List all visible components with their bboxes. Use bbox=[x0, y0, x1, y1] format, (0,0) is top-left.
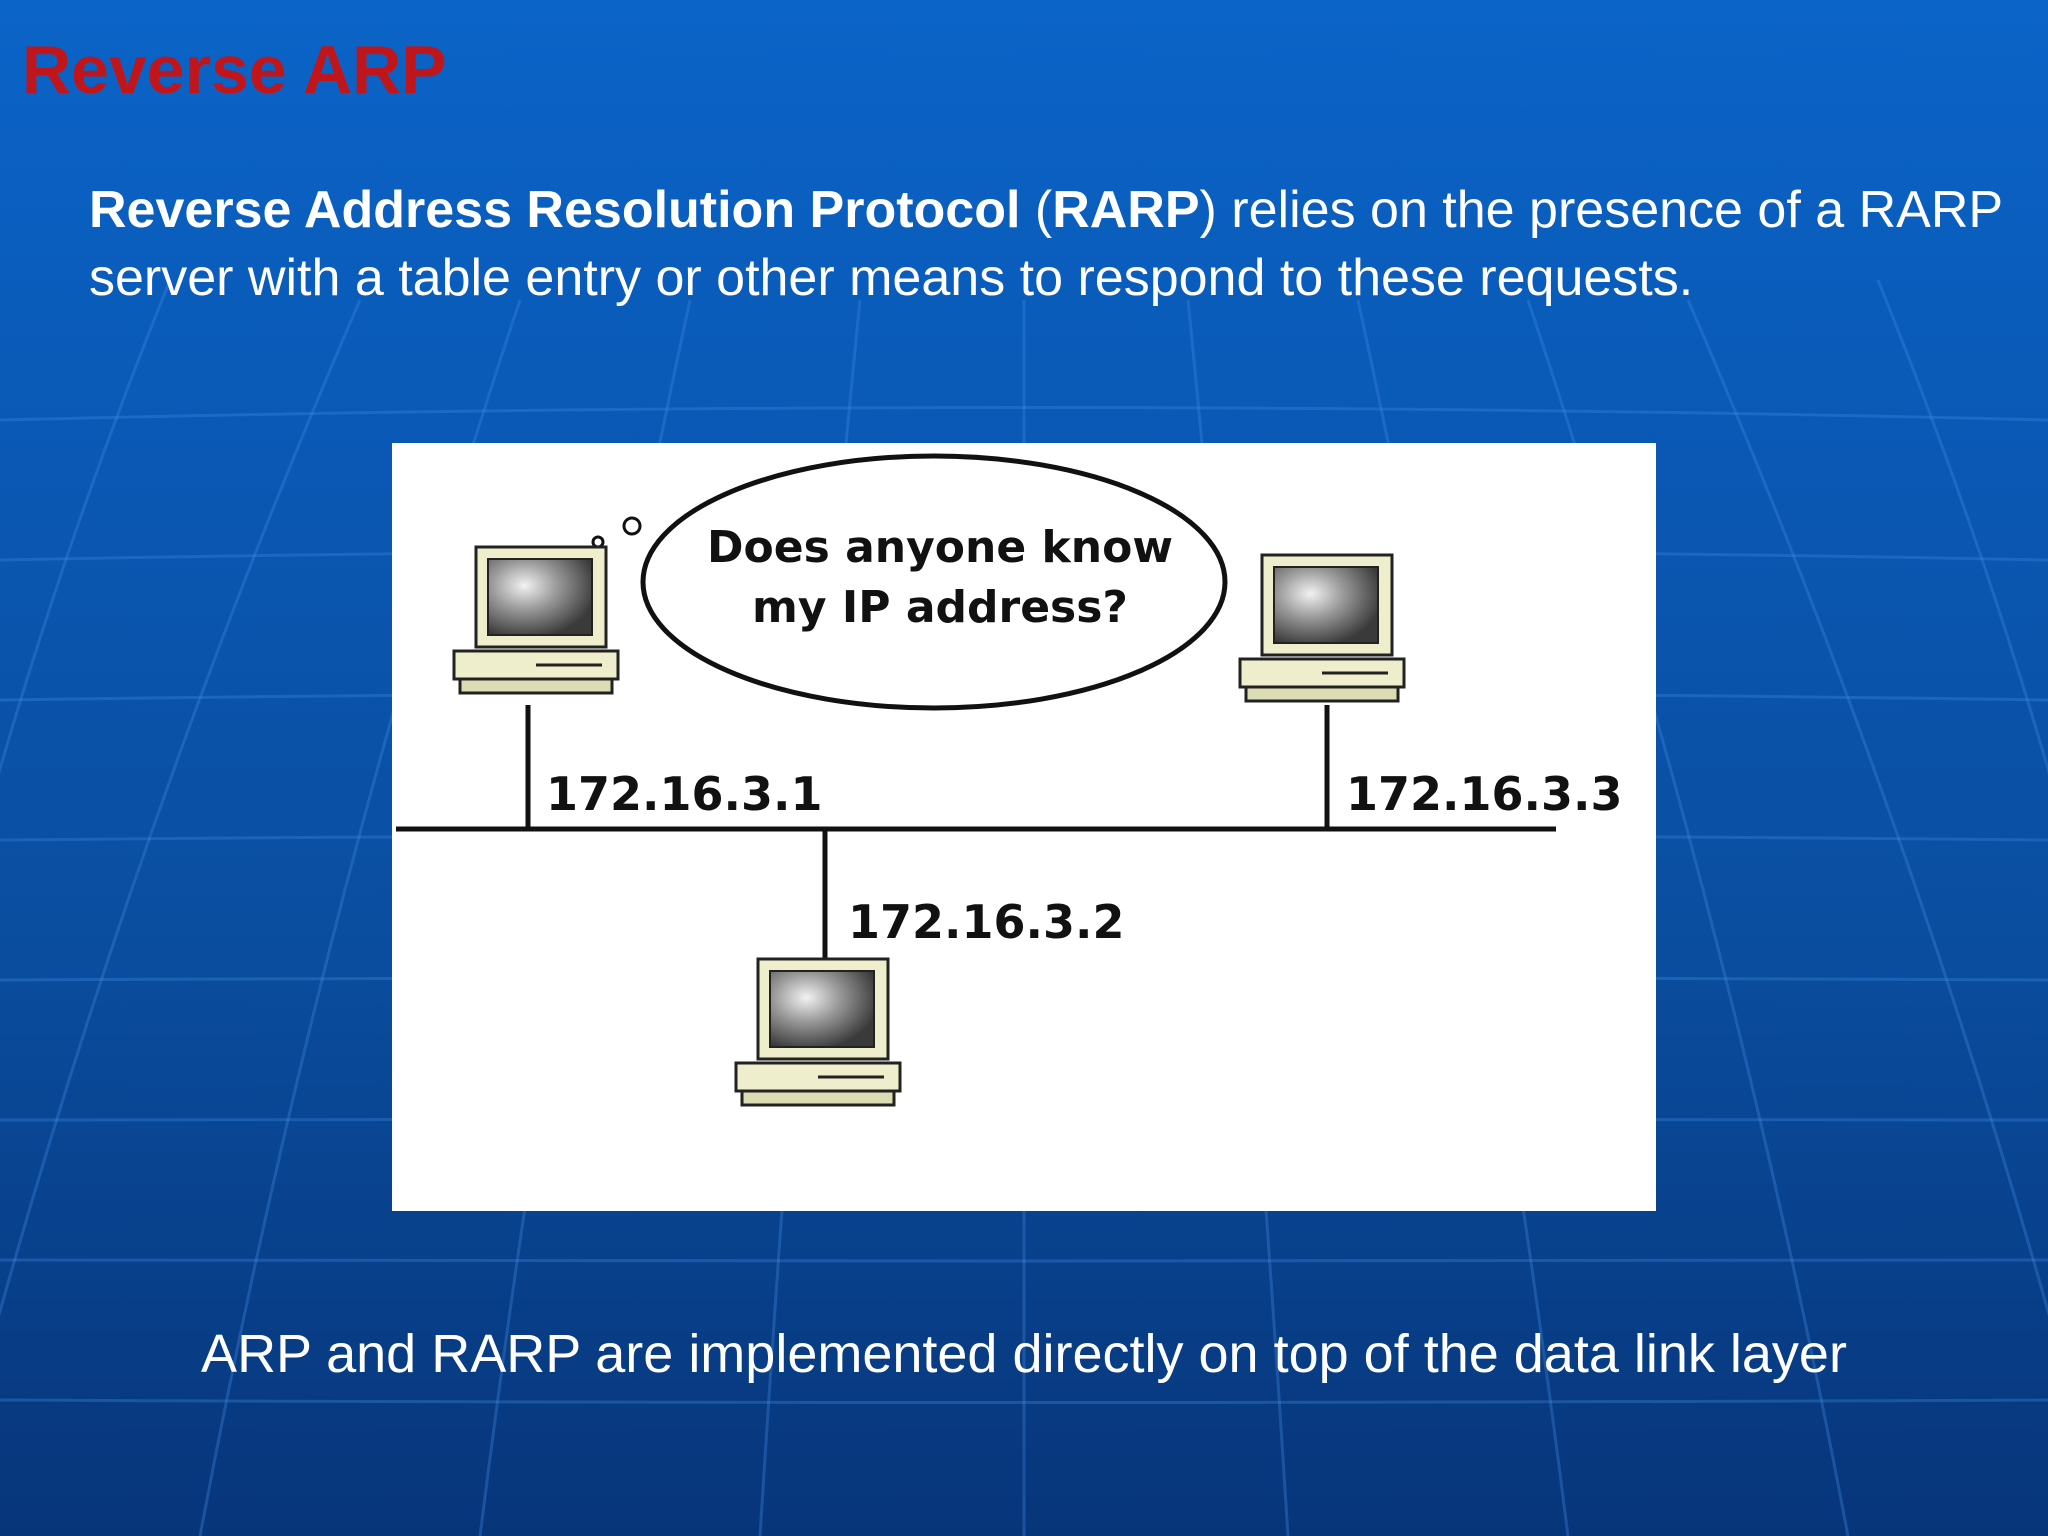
ip-label-middle: 172.16.3.2 bbox=[848, 895, 1124, 949]
body-rest: ) relies on the presence of a RARP serve… bbox=[89, 181, 2003, 307]
ip-label-left: 172.16.3.1 bbox=[546, 767, 822, 821]
computer-right-icon bbox=[1238, 553, 1406, 703]
footer-statement: ARP and RARP are implemented directly on… bbox=[201, 1324, 1847, 1384]
protocol-acronym: RARP bbox=[1052, 181, 1200, 239]
body-paragraph: Reverse Address Resolution Protocol (RAR… bbox=[89, 176, 2034, 312]
bubble-line-1: Does anyone know bbox=[707, 522, 1173, 573]
protocol-term: Reverse Address Resolution Protocol bbox=[89, 181, 1021, 239]
bubble-line-2: my IP address? bbox=[752, 582, 1128, 633]
computer-middle-icon bbox=[734, 957, 902, 1107]
rarp-diagram-svg: Does anyone know my IP address? bbox=[396, 453, 1622, 1107]
paren-open: ( bbox=[1020, 181, 1053, 239]
computer-left-icon bbox=[452, 545, 620, 695]
slide-title: Reverse ARP bbox=[22, 32, 447, 108]
speech-bubble: Does anyone know my IP address? bbox=[591, 453, 1228, 711]
ip-label-right: 172.16.3.3 bbox=[1346, 767, 1622, 821]
rarp-diagram: Does anyone know my IP address? bbox=[392, 443, 1656, 1211]
